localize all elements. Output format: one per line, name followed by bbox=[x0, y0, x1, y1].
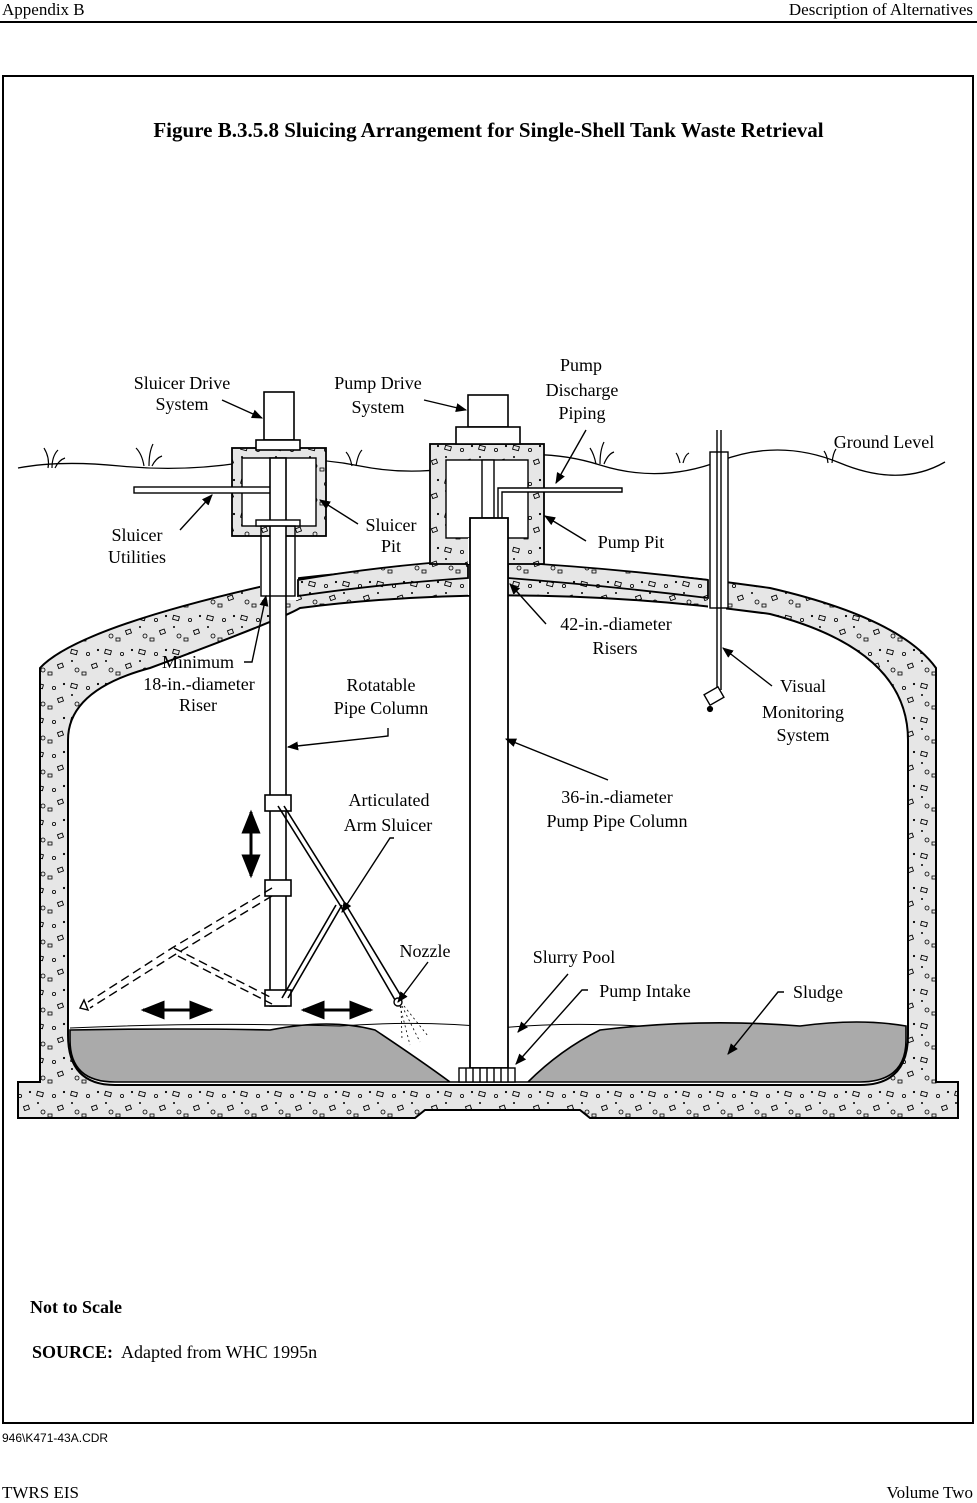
label-slurry-pool: Slurry Pool bbox=[533, 947, 616, 967]
source-line: SOURCE: Adapted from WHC 1995n bbox=[32, 1342, 317, 1363]
label-articulated: Articulated bbox=[349, 790, 430, 810]
label-pump-discharge-2: Discharge bbox=[546, 380, 619, 400]
label-sluicer-utilities: Sluicer bbox=[112, 525, 163, 545]
label-sluicer-pit: Sluicer bbox=[366, 515, 417, 535]
label-visual: Visual bbox=[780, 676, 826, 696]
label-pump-pipe: 36-in.-diameter bbox=[561, 787, 672, 807]
label-pump-discharge-3: Piping bbox=[558, 403, 605, 423]
spray bbox=[399, 1005, 429, 1046]
leader-lines bbox=[179, 399, 784, 1065]
label-rotatable-2: Pipe Column bbox=[334, 698, 429, 718]
footer-right: Volume Two bbox=[886, 1483, 974, 1502]
source-text: Adapted from WHC 1995n bbox=[121, 1342, 318, 1362]
pump-drive-system bbox=[467, 394, 509, 428]
footer-left: TWRS EIS bbox=[2, 1483, 79, 1502]
minimum-riser bbox=[260, 525, 296, 597]
vegetation-icon bbox=[43, 441, 837, 469]
figure-title: Figure B.3.5.8 Sluicing Arrangement for … bbox=[153, 118, 824, 142]
not-to-scale-note: Not to Scale bbox=[30, 1297, 122, 1317]
label-sluicer-drive: Sluicer Drive bbox=[134, 373, 230, 393]
articulated-arm-alternate bbox=[87, 887, 273, 1009]
label-sludge: Sludge bbox=[793, 982, 843, 1002]
header-right: Description of Alternatives bbox=[788, 0, 973, 19]
pump-intake bbox=[458, 1067, 516, 1083]
label-articulated-2: Arm Sluicer bbox=[344, 815, 432, 835]
motion-arrows bbox=[140, 809, 374, 1020]
label-ground-level: Ground Level bbox=[834, 432, 934, 452]
label-pump-pipe-2: Pump Pipe Column bbox=[546, 811, 687, 831]
rotatable-pipe-column bbox=[269, 457, 287, 1007]
label-sluicer-pit-2: Pit bbox=[381, 536, 401, 556]
header-left: Appendix B bbox=[2, 0, 85, 19]
slurry-pool bbox=[69, 1022, 641, 1029]
pump-pipe-column bbox=[469, 517, 509, 1069]
label-risers-42-2: Risers bbox=[593, 638, 638, 658]
pump-discharge-piping bbox=[497, 487, 623, 518]
sluicer-utilities bbox=[133, 486, 273, 494]
sludge bbox=[69, 1021, 907, 1083]
label-visual-2: Monitoring bbox=[762, 702, 844, 722]
header-rule bbox=[0, 21, 977, 23]
label-pump-drive: Pump Drive bbox=[334, 373, 422, 393]
label-visual-3: System bbox=[776, 725, 829, 745]
label-risers-42: 42-in.-diameter bbox=[560, 614, 671, 634]
label-pump-pit: Pump Pit bbox=[598, 532, 665, 552]
file-code: 946\K471-43A.CDR bbox=[2, 1431, 109, 1445]
visual-monitoring-system bbox=[703, 430, 729, 713]
figure-frame bbox=[2, 75, 974, 1424]
sluicer-drive-system bbox=[263, 391, 295, 441]
diagram-labels: Sluicer Drive System Pump Drive System P… bbox=[108, 355, 934, 1002]
label-pump-discharge: Pump bbox=[560, 355, 602, 375]
label-nozzle: Nozzle bbox=[400, 941, 451, 961]
label-sluicer-utilities-2: Utilities bbox=[108, 547, 166, 567]
label-pump-drive-2: System bbox=[351, 397, 404, 417]
label-minimum-riser-3: Riser bbox=[179, 695, 217, 715]
label-rotatable: Rotatable bbox=[347, 675, 416, 695]
label-minimum-riser: Minimum bbox=[162, 652, 234, 672]
label-pump-intake: Pump Intake bbox=[599, 981, 691, 1001]
label-minimum-riser-2: 18-in.-diameter bbox=[143, 674, 254, 694]
source-label: SOURCE: bbox=[32, 1342, 114, 1362]
label-sluicer-drive-2: System bbox=[155, 394, 208, 414]
